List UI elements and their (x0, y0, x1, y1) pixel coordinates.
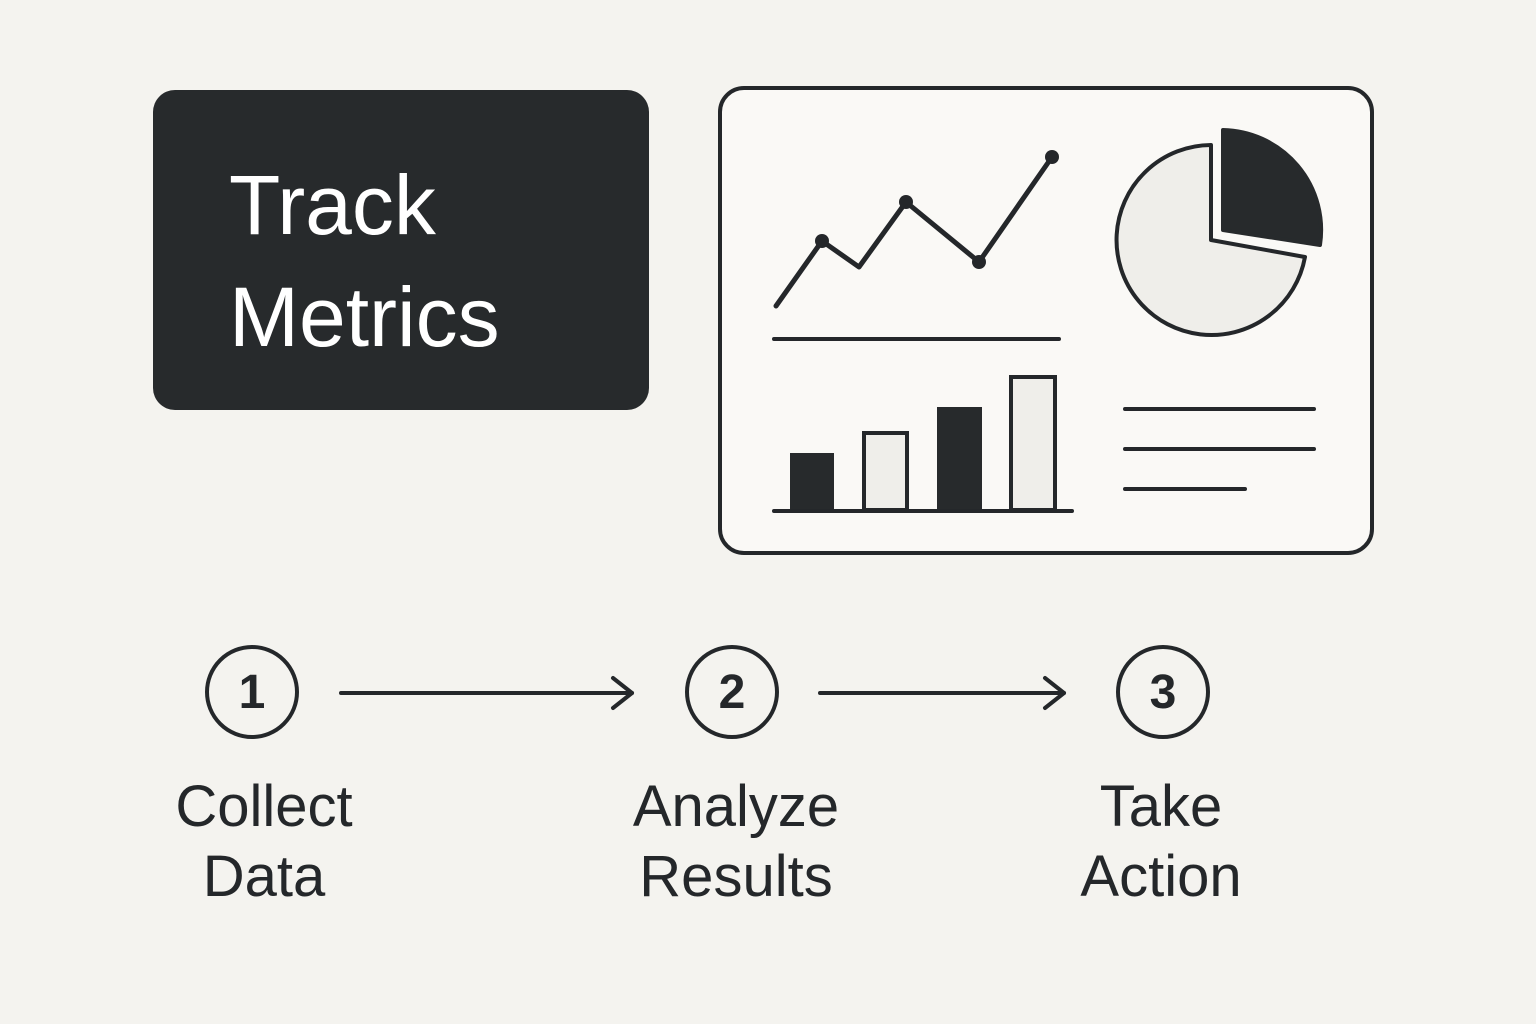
text-lines-icon (1123, 407, 1316, 491)
step-1-circle: 1 (205, 645, 299, 739)
line-chart-point (815, 234, 829, 248)
step-2-circle: 2 (685, 645, 779, 739)
step-3-label-line-2: Action (1080, 844, 1242, 909)
bar-chart-bar (937, 407, 982, 510)
line-chart-icon (773, 150, 1059, 309)
step-3-circle: 3 (1116, 645, 1210, 739)
step-1-label: Collect Data (104, 772, 424, 912)
step-2-label: Analyze Results (576, 772, 896, 912)
arrow-right-icon (818, 676, 1066, 710)
line-chart-point (1045, 150, 1059, 164)
pie-chart-small-slice (1221, 128, 1324, 247)
bar-chart-icon (772, 375, 1074, 513)
title-card: Track Metrics (153, 90, 649, 410)
step-3-label: Take Action (1001, 772, 1321, 912)
step-2-label-line-2: Results (639, 844, 833, 909)
bar-chart-bar (790, 453, 834, 510)
pie-chart-icon (1114, 128, 1324, 337)
step-1-label-line-2: Data (202, 844, 326, 909)
bar-chart-bar (1009, 375, 1057, 512)
step-1-label-line-1: Collect (175, 774, 353, 839)
line-chart-point (899, 195, 913, 209)
title-line-track: Track (229, 158, 436, 252)
line-chart-trend-line (773, 154, 1055, 309)
step-2-label-line-1: Analyze (632, 774, 840, 839)
line-chart-point (972, 255, 986, 269)
step-3-label-line-1: Take (1099, 774, 1223, 839)
pie-chart-large-slice (1114, 143, 1307, 337)
arrow-right-icon (339, 676, 634, 710)
title-line-metrics: Metrics (229, 270, 500, 364)
